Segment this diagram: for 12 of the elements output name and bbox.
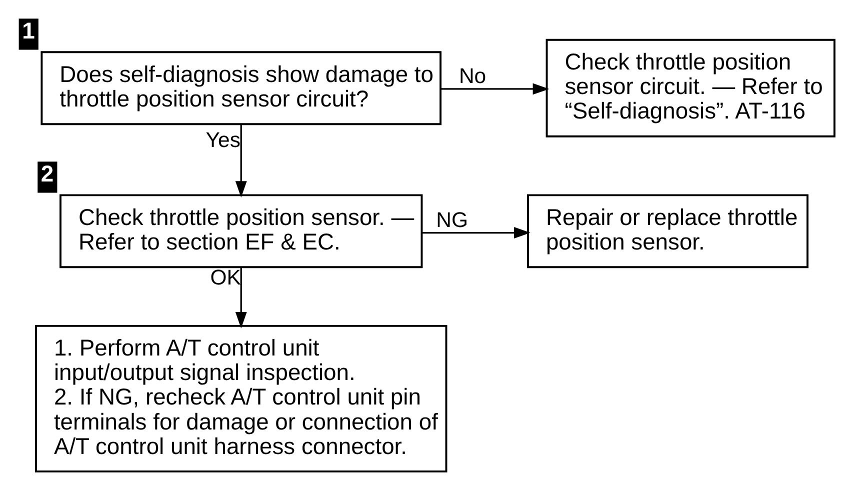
arrow bbox=[440, 83, 549, 95]
node-box: 1. Perform A/T control unit input/output signal inspection. 2. If NG, recheck A/T control unit pin terminals for damage or connection of A/T control unit harness connector. bbox=[34, 324, 447, 472]
arrow bbox=[422, 227, 530, 239]
arrow bbox=[234, 124, 246, 198]
node-box: Repair or replace throttle position sensor. bbox=[526, 194, 808, 268]
edge-label: Yes bbox=[205, 128, 240, 152]
node-box: Check throttle position sensor circuit. — Refer to “Self-diagnosis”. AT-116 bbox=[545, 38, 835, 138]
arrow bbox=[234, 268, 246, 328]
node-label: 1 bbox=[22, 18, 34, 44]
edge-label: NG bbox=[436, 208, 468, 232]
node-label: 2 bbox=[40, 160, 54, 187]
edge-label: No bbox=[458, 64, 486, 88]
